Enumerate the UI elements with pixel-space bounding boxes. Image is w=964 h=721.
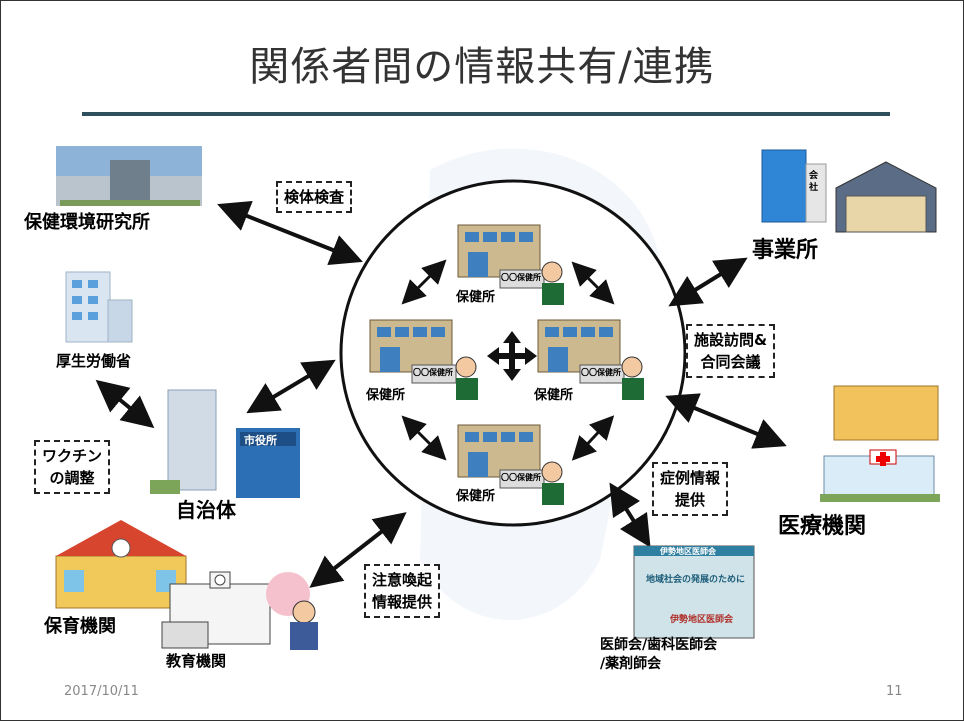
tag-alert-info: 注意喚起 情報提供 [364, 564, 441, 618]
label-health-center-right: 保健所 [534, 388, 574, 403]
label-ministry: 厚生労働省 [56, 352, 132, 370]
lab-building-image [56, 146, 202, 206]
tag-vaccine-line2: の調整 [49, 469, 95, 487]
nameplate-top: 〇〇保健所 [501, 273, 541, 282]
page-title: 関係者間の情報共有/連携 [249, 44, 715, 90]
nameplate-right: 〇〇保健所 [581, 368, 621, 377]
health-center-building-right [537, 319, 644, 400]
city-hall-sign: 市役所 [244, 434, 277, 447]
inner-arrow-4 [571, 415, 615, 461]
label-nursery: 保育機関 [44, 616, 116, 637]
title-underline [82, 112, 890, 116]
tag-visit-line2: 合同会議 [700, 353, 761, 371]
inner-arrow-1 [401, 259, 447, 305]
arrow-ministry-municipality [95, 379, 155, 429]
health-center-building-left [369, 319, 478, 400]
medical-association-poster [633, 545, 755, 639]
tag-case-line2: 提供 [675, 491, 706, 509]
tag-facility-visit: 施設訪問& 合同会議 [686, 324, 776, 378]
poster-footer: 伊勢地区医師会 [670, 615, 734, 625]
arrow-doctors [609, 482, 651, 548]
hospital-building-image [820, 385, 940, 502]
label-doctors-line2: /薬剤師会 [600, 656, 662, 672]
arrow-medical [665, 393, 787, 449]
health-center-building-bottom [457, 424, 564, 505]
arrow-lab [217, 201, 363, 265]
label-business: 事業所 [752, 238, 819, 263]
inner-arrow-2 [571, 261, 615, 305]
arrow-business [668, 257, 748, 307]
arrow-municipality [246, 359, 336, 414]
tag-alert-line2: 情報提供 [372, 593, 433, 611]
inner-arrow-3 [401, 415, 447, 461]
tag-case-info: 症例情報 提供 [652, 462, 729, 516]
school-building-image [161, 571, 318, 650]
label-lab: 保健環境研究所 [24, 212, 150, 233]
label-health-center-bottom: 保健所 [456, 489, 496, 504]
label-education: 教育機関 [166, 652, 227, 670]
municipality-building-image [150, 389, 300, 498]
four-way-arrow-icon [487, 331, 537, 381]
tag-case-line1: 症例情報 [660, 469, 721, 487]
poster-headline: 地域社会の発展のために [646, 575, 746, 585]
tag-vaccine-line1: ワクチン [42, 447, 103, 465]
nameplate-bottom: 〇〇保健所 [501, 473, 541, 482]
label-doctors-line1: 医師会/歯科医師会 [600, 637, 718, 653]
tag-alert-line1: 注意喚起 [372, 571, 433, 589]
company-sign: 会社 [809, 171, 819, 193]
slide-page-number: 11 [886, 684, 903, 699]
business-building-image [761, 149, 937, 233]
ministry-building-image [65, 271, 133, 343]
tag-visit-line1: 施設訪問& [694, 331, 768, 349]
poster-header: 伊勢地区医師会 [660, 547, 716, 556]
slide-date: 2017/10/11 [64, 684, 139, 699]
tag-specimen-testing: 検体検査 [276, 181, 353, 213]
label-health-center-left: 保健所 [366, 388, 406, 403]
health-center-building-top [457, 224, 564, 305]
tag-vaccine-coordination: ワクチン の調整 [34, 440, 111, 494]
arrow-education [309, 512, 407, 588]
nameplate-left: 〇〇保健所 [413, 368, 453, 377]
nursery-building-image [55, 520, 187, 609]
label-municipality: 自治体 [176, 498, 236, 522]
label-medical: 医療機関 [778, 514, 867, 539]
label-health-center-top: 保健所 [456, 290, 496, 305]
